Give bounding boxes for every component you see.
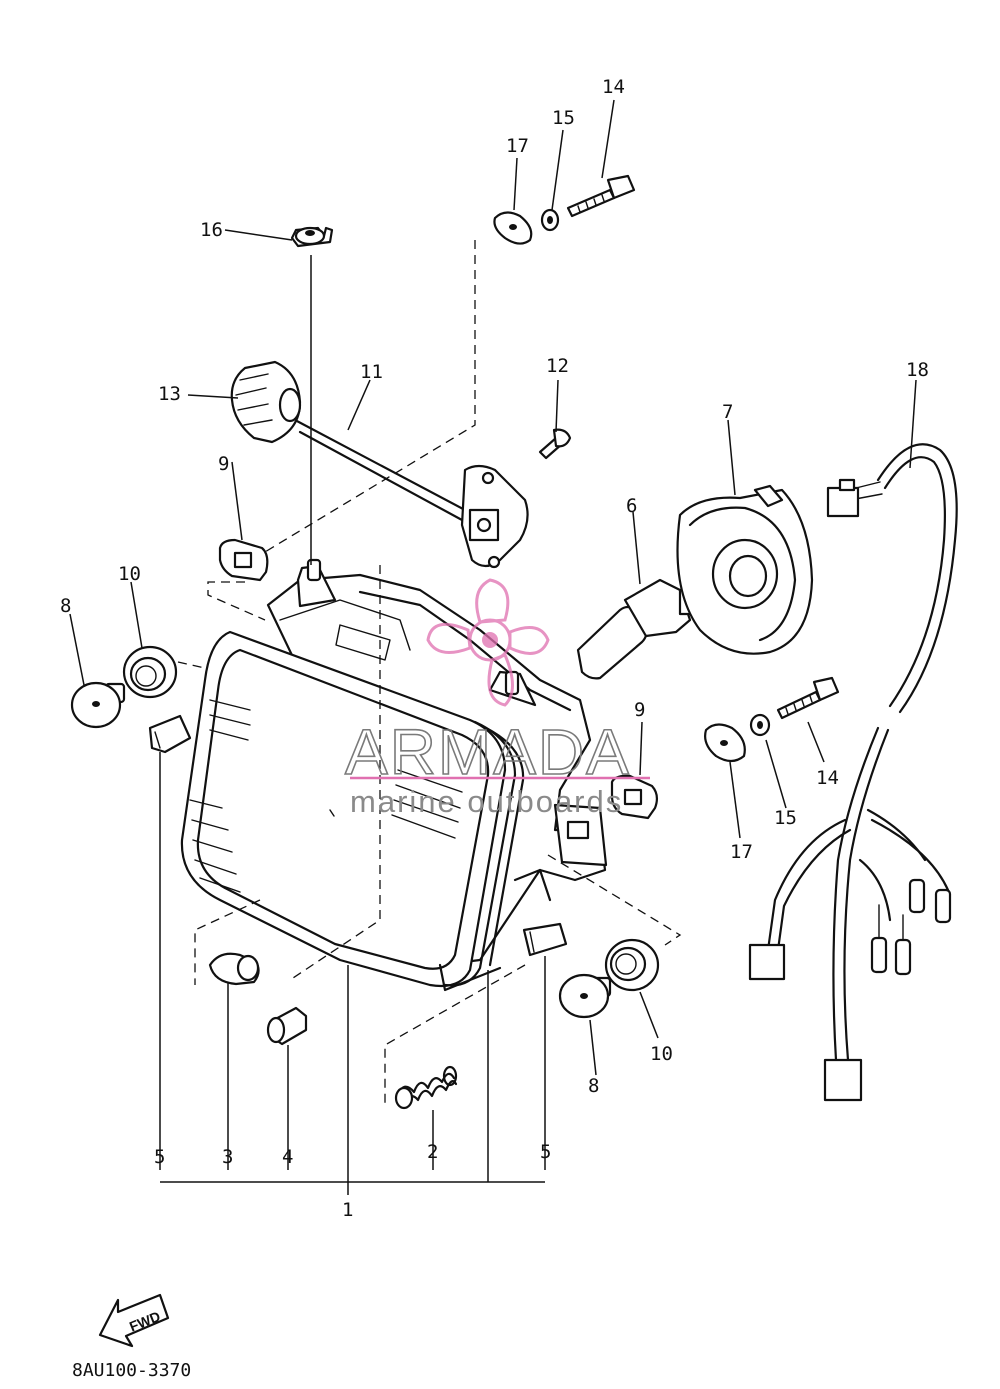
spring-2 [394, 1065, 458, 1110]
callout-8-left: 8 [60, 595, 71, 617]
cap-4 [266, 1006, 308, 1046]
bolt-14-right [776, 676, 840, 720]
clip-5-right [522, 922, 568, 957]
washer-17-top [493, 211, 533, 245]
callout-17-top: 17 [506, 135, 529, 157]
callout-5-left: 5 [154, 1146, 165, 1168]
callout-4: 4 [282, 1146, 293, 1168]
wire-harness-18 [748, 443, 958, 1102]
propeller-logo [426, 578, 550, 707]
callout-9-left: 9 [218, 453, 229, 475]
bulb-6 [576, 578, 706, 680]
callout-1: 1 [342, 1199, 353, 1221]
lockwasher-15-right [749, 713, 771, 737]
bulb-cover-7 [676, 484, 814, 655]
callout-14-top: 14 [602, 76, 625, 98]
callout-10-left: 10 [118, 563, 141, 585]
callout-12: 12 [546, 355, 569, 377]
washer-17-right [704, 723, 746, 763]
callout-18: 18 [906, 359, 929, 381]
leader-lines [69, 99, 917, 1195]
adjuster-assembly [230, 360, 529, 569]
callout-3: 3 [222, 1146, 233, 1168]
callout-15-top: 15 [552, 107, 575, 129]
callout-9-right: 9 [634, 699, 645, 721]
clip-5-left [148, 714, 192, 754]
watermark-brand: ARMADA [345, 716, 631, 788]
callout-labels: 1 2 3 4 5 5 6 7 8 8 9 9 10 10 11 12 13 1… [60, 76, 929, 1221]
callout-10-right: 10 [650, 1043, 673, 1065]
callout-5-right: 5 [540, 1141, 551, 1163]
bolt-14-top [566, 174, 636, 218]
grommet-9-left [218, 538, 269, 582]
assembly-guide-lines [177, 240, 682, 1105]
drawing-code: 8AU100-3370 [72, 1360, 191, 1381]
callout-8-right: 8 [588, 1075, 599, 1097]
adjuster-nut-3 [208, 952, 260, 986]
callout-16: 16 [200, 219, 223, 241]
watermark-tagline: marine outboards [350, 784, 623, 819]
callout-2: 2 [427, 1141, 438, 1163]
headlight-unit [180, 558, 608, 992]
callout-7: 7 [722, 401, 733, 423]
watermark: ARMADA marine outboards [344, 578, 650, 819]
grommet-16 [290, 226, 334, 248]
callout-6: 6 [626, 495, 637, 517]
callout-15-right: 15 [774, 807, 797, 829]
callout-14-right: 14 [816, 767, 839, 789]
grommet-9-right [610, 774, 659, 820]
lockwasher-15-top [540, 208, 560, 232]
callout-11: 11 [360, 361, 383, 383]
bushing-10-left [122, 645, 178, 699]
bolt-8-right [558, 973, 612, 1019]
callout-13: 13 [158, 383, 181, 405]
bushing-10-right [604, 938, 660, 992]
callout-17-right: 17 [730, 841, 753, 863]
screw-12 [538, 428, 572, 460]
bolt-8-left [70, 681, 126, 729]
forward-direction-arrow: FWD [98, 1293, 170, 1348]
